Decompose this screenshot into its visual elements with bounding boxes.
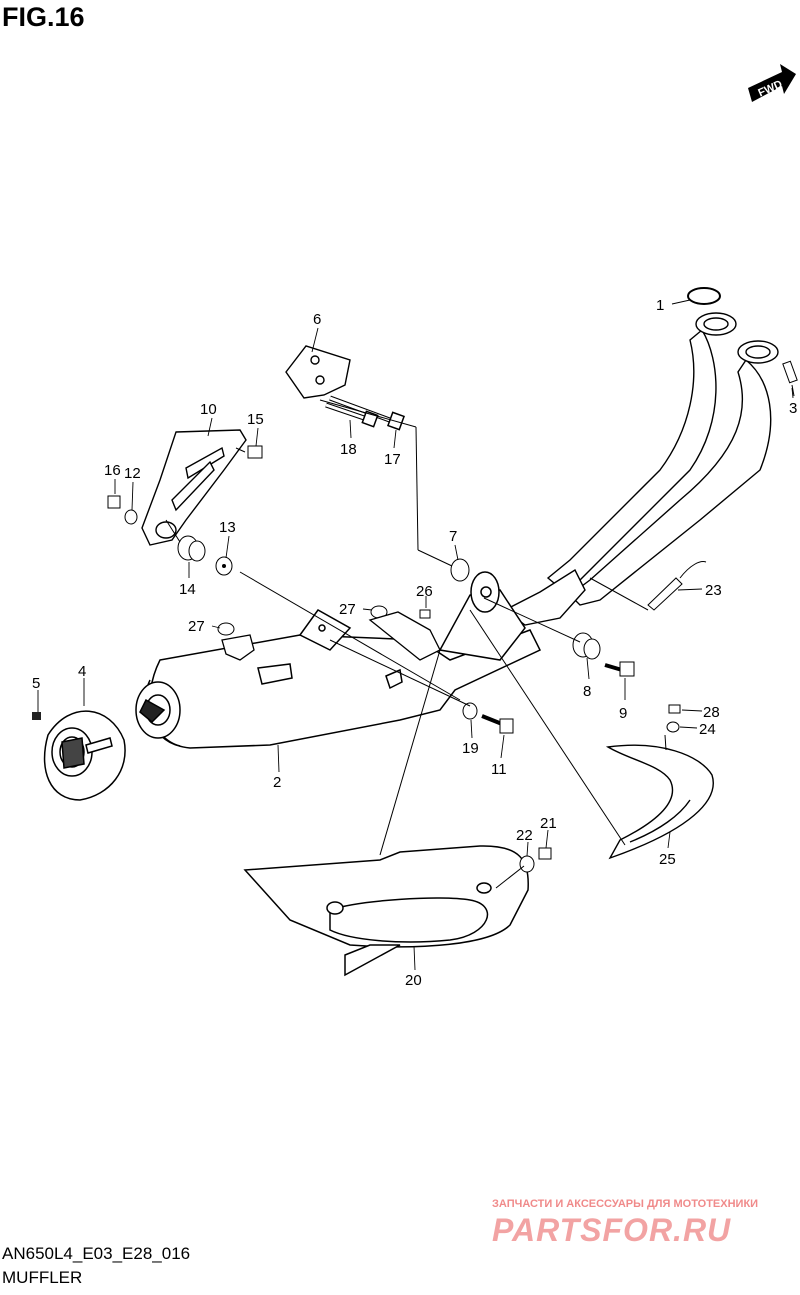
bolt-21 [538,847,552,860]
callout-2: 2 [273,774,281,791]
fwd-label: FWD [756,78,784,99]
exhaust-header-pipe [503,312,779,626]
clip-26 [419,609,431,619]
callout-22: 22 [516,827,533,844]
callout-4: 4 [78,663,86,680]
callout-11: 11 [491,761,507,778]
callout-9: 9 [619,705,627,722]
leader-lines [37,327,794,971]
callout-12: 12 [124,465,141,482]
collar-7 [450,558,470,582]
callout-16: 16 [104,462,121,479]
screw-28 [668,704,681,714]
nut-27-lower [217,622,235,636]
callout-25: 25 [659,851,676,868]
heat-shield-muffler [243,845,529,977]
callout-18: 18 [340,441,357,458]
callout-13: 13 [219,519,236,536]
callout-1: 1 [656,297,664,314]
screw-5 [32,712,41,720]
callout-10: 10 [200,401,217,418]
callout-20: 20 [405,972,422,989]
stud-3 [782,360,798,397]
callout-28: 28 [703,704,720,721]
nut-16 [107,495,121,509]
callout-7: 7 [449,528,457,545]
assembly-lines [165,399,667,889]
bolt-9 [604,661,635,677]
callout-17: 17 [384,451,401,468]
end-cap [43,710,126,801]
callout-8: 8 [583,683,591,700]
callout-24: 24 [699,721,716,738]
callout-19: 19 [462,740,479,757]
diagram-name: MUFFLER [2,1268,83,1287]
oxygen-sensor [647,561,707,611]
muffler-body [135,571,542,749]
bushing-8 [572,632,601,660]
callout-14: 14 [179,581,196,598]
washer-12 [124,509,138,525]
gasket-1 [671,287,721,305]
callout-27-lower: 27 [188,618,205,635]
bolt-11 [481,714,514,734]
bolts-17-18 [325,395,405,431]
washer-19 [462,702,478,720]
hanger-bracket [141,429,247,546]
bracket-6 [285,345,351,399]
callout-23: 23 [705,582,722,599]
callout-15: 15 [247,411,264,428]
bolt-15 [235,445,263,459]
washer-13 [215,556,233,576]
callout-21: 21 [540,815,557,832]
fwd-arrow-icon: FWD [748,64,796,102]
callout-5: 5 [32,675,40,692]
callout-6: 6 [313,311,321,328]
callout-26: 26 [416,583,433,600]
callout-27-upper: 27 [339,601,356,618]
watermark-logo: PARTSFOR.RU [492,1212,732,1248]
figure-title: FIG.16 [2,2,85,32]
grommet-24 [666,721,680,733]
heat-shield-rear [605,744,714,860]
diagram-code: AN650L4_E03_E28_016 [2,1244,191,1263]
callout-3: 3 [789,400,797,417]
watermark-tagline: ЗАПЧАСТИ И АКСЕССУАРЫ ДЛЯ МОТОТЕХНИКИ [492,1198,759,1210]
bushing-14 [177,535,206,562]
collar-22 [519,855,535,873]
